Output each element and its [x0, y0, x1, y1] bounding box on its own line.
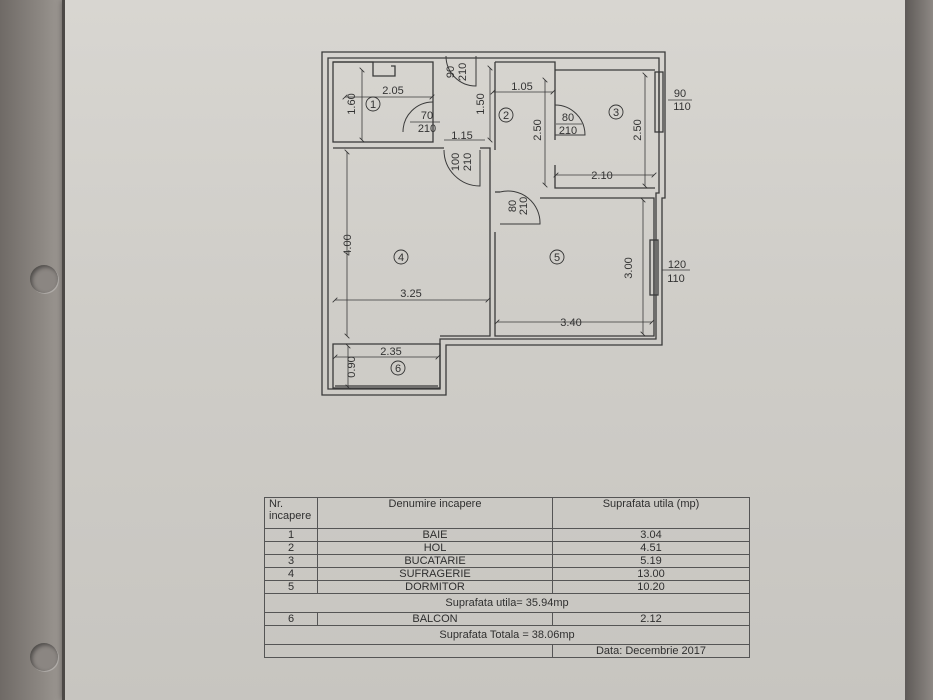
cell-nr: 2: [264, 541, 318, 555]
table-row: 3 BUCATARIE 5.19: [264, 554, 750, 568]
room-area-table: Nr. incapere Denumire incapere Suprafata…: [264, 497, 750, 658]
room-4-marker: [393, 249, 409, 265]
desk-background-left: [0, 0, 70, 700]
dim-label: 2.50: [532, 119, 544, 140]
dimension-labels: 2.05 1.60 70 210 90 210 1.05 1.50 2.50 1…: [342, 63, 691, 378]
dim-label: 2.10: [591, 170, 612, 182]
cell-name: SUFRAGERIE: [317, 567, 553, 581]
room-1-marker: [365, 96, 381, 112]
dim-label: 100: [450, 153, 462, 171]
dim-label: 90: [674, 88, 686, 100]
table-row: 4 SUFRAGERIE 13.00: [264, 567, 750, 581]
punch-hole: [30, 265, 58, 293]
room-2-marker: [498, 107, 514, 123]
dim-label: 210: [518, 197, 530, 215]
dim-label: 1.50: [475, 93, 487, 114]
door-swings: [402, 55, 586, 225]
room-number: 3: [613, 107, 619, 119]
paper-edge: [62, 0, 65, 700]
cell-name: BUCATARIE: [317, 554, 553, 568]
desk-background-right: [905, 0, 933, 700]
table-row-balcony: 6 BALCON 2.12: [264, 612, 750, 626]
useful-total: Suprafata utila= 35.94mp: [264, 593, 750, 613]
dim-label: 3.25: [400, 288, 421, 300]
room-number: 4: [398, 252, 404, 264]
dim-label: 1.05: [511, 81, 532, 93]
useful-total-row: Suprafata utila= 35.94mp: [264, 593, 750, 613]
date-label: Data: Decembrie 2017: [552, 644, 750, 658]
room-numbers: 1 2 3 4 5 6: [370, 99, 619, 375]
dimension-lines: [335, 68, 692, 387]
table-row: 1 BAIE 3.04: [264, 528, 750, 542]
dim-label: 3.00: [623, 257, 635, 278]
table-row: 5 DORMITOR 10.20: [264, 580, 750, 594]
cell-name: DORMITOR: [317, 580, 553, 594]
cell-nr: 5: [264, 580, 318, 594]
grand-total-row: Suprafata Totala = 38.06mp: [264, 625, 750, 645]
dim-label: 2.50: [632, 119, 644, 140]
header-nr: Nr. incapere: [264, 497, 318, 529]
cell-area: 5.19: [552, 554, 750, 568]
dim-label: 1.60: [346, 93, 358, 114]
dim-label: 110: [673, 101, 691, 113]
table-header: Nr. incapere Denumire incapere Suprafata…: [264, 497, 750, 529]
grand-total: Suprafata Totala = 38.06mp: [264, 625, 750, 645]
dim-label: 210: [462, 153, 474, 171]
dim-label: 2.35: [380, 346, 401, 358]
cell-area: 13.00: [552, 567, 750, 581]
dim-label: 1.15: [451, 130, 472, 142]
dim-label: 70: [421, 110, 433, 122]
room-5-marker: [549, 249, 565, 265]
cell-area: 10.20: [552, 580, 750, 594]
room-number: 5: [554, 252, 560, 264]
dim-label: 80: [507, 200, 519, 212]
dim-label: 210: [559, 125, 577, 137]
dim-label: 3.40: [560, 317, 581, 329]
cell-nr: 4: [264, 567, 318, 581]
dim-label: 2.05: [382, 85, 403, 97]
dim-label: 90: [445, 66, 457, 78]
room-6-marker: [390, 360, 406, 376]
punch-hole: [30, 643, 58, 671]
header-name: Denumire incapere: [317, 497, 553, 529]
dim-label: 120: [668, 259, 686, 271]
header-area: Suprafata utila (mp): [552, 497, 750, 529]
dim-label: 4.00: [342, 234, 354, 255]
room-markers: [365, 96, 624, 376]
cell-name: HOL: [317, 541, 553, 555]
room-number: 2: [503, 110, 509, 122]
walls: [321, 51, 666, 396]
date-row: Data: Decembrie 2017: [264, 644, 750, 658]
dim-label: 210: [457, 63, 469, 81]
cell-area: 2.12: [552, 612, 750, 626]
dim-label: 80: [562, 112, 574, 124]
dim-label: 210: [418, 123, 436, 135]
room-3-marker: [608, 104, 624, 120]
room-number: 6: [395, 363, 401, 375]
cell-area: 3.04: [552, 528, 750, 542]
date-blank: [264, 644, 553, 658]
cell-name: BALCON: [317, 612, 553, 626]
dim-label: 0.90: [346, 356, 358, 377]
dim-label: 110: [667, 273, 685, 285]
cell-nr: 6: [264, 612, 318, 626]
cell-area: 4.51: [552, 541, 750, 555]
cell-nr: 3: [264, 554, 318, 568]
cell-name: BAIE: [317, 528, 553, 542]
room-number: 1: [370, 99, 376, 111]
cell-nr: 1: [264, 528, 318, 542]
table-row: 2 HOL 4.51: [264, 541, 750, 555]
